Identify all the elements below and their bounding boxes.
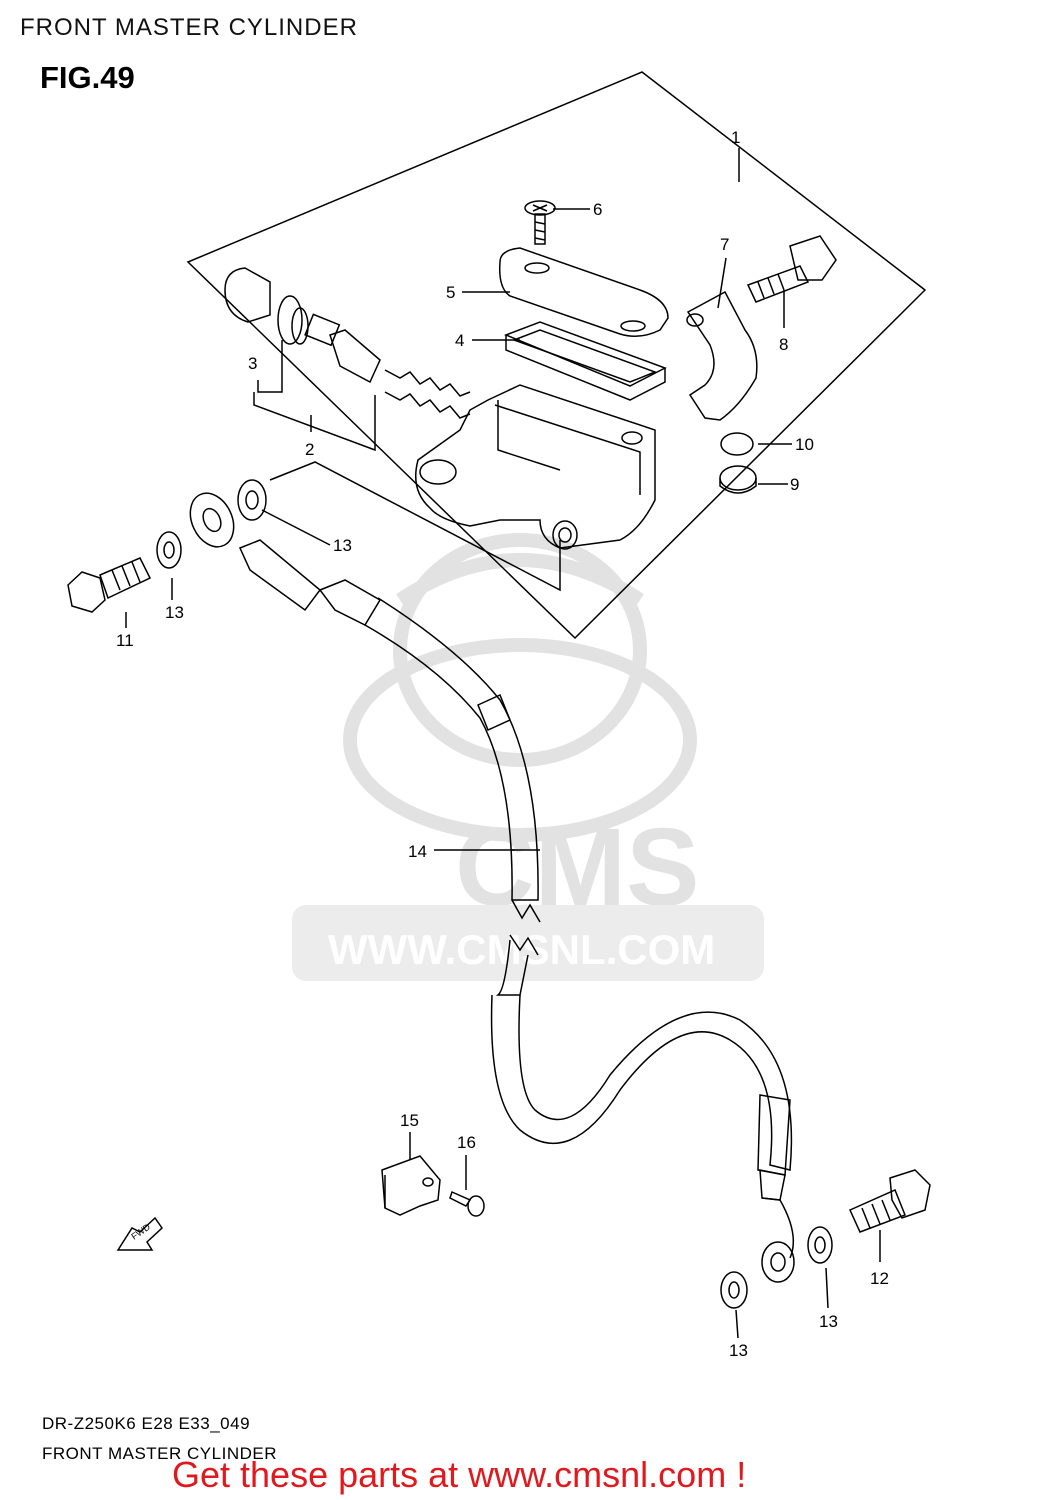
callout-5: 5: [446, 283, 455, 302]
watermark-mascot-icon: [343, 533, 697, 842]
piston-assembly: [224, 267, 471, 419]
callout-13-d: 13: [729, 1341, 748, 1360]
leader-13a: [261, 509, 331, 546]
part-10-oring: [720, 432, 754, 456]
leader-7: [717, 257, 727, 309]
part-13-washer-a: [237, 479, 267, 521]
part-11-banjo-bolt: [67, 557, 152, 613]
part-16-screw: [449, 1190, 485, 1217]
callout-7: 7: [720, 235, 729, 254]
part-12-banjo-bolt: [849, 1169, 931, 1233]
part-6-screw: [524, 200, 556, 245]
promo-link[interactable]: Get these parts at www.cmsnl.com !: [172, 1454, 747, 1495]
callout-12: 12: [870, 1269, 889, 1288]
part-13-washer-d: [720, 1271, 748, 1309]
part-8-bolt: [746, 235, 837, 303]
model-code: DR-Z250K6 E28 E33_049: [42, 1414, 251, 1433]
fwd-arrow-icon: FWD: [116, 1216, 163, 1251]
callout-10: 10: [795, 435, 814, 454]
figure-label: FIG.49: [40, 60, 135, 95]
part-13-washer-c: [807, 1226, 833, 1264]
callout-8: 8: [779, 335, 788, 354]
leader-3: [257, 340, 283, 393]
assembly-outline: [186, 71, 927, 640]
callout-13-a: 13: [333, 536, 352, 555]
part-4-diaphragm: [503, 321, 667, 401]
callout-11: 11: [116, 631, 134, 650]
watermark-url-banner: [292, 905, 764, 981]
leader-13c: [825, 1267, 829, 1309]
leader-2: [253, 392, 376, 452]
callout-6: 6: [593, 200, 602, 219]
callout-4: 4: [455, 331, 464, 350]
callout-1: 1: [731, 128, 740, 147]
callout-14: 14: [408, 842, 427, 861]
page-title: FRONT MASTER CYLINDER: [20, 14, 358, 41]
callout-15: 15: [400, 1111, 419, 1130]
callout-13-b: 13: [165, 603, 184, 622]
callout-13-c: 13: [819, 1312, 838, 1331]
callout-3: 3: [248, 354, 257, 373]
callout-16: 16: [457, 1133, 476, 1152]
part-15-clamp: [381, 1155, 441, 1216]
footer-title: FRONT MASTER CYLINDER: [42, 1444, 277, 1463]
callout-2: 2: [305, 440, 314, 459]
leader-13d: [735, 1309, 739, 1339]
part-13-washer-b: [156, 531, 182, 569]
part-9-plug: [719, 465, 757, 494]
watermark-url: WWW.CMSNL.COM: [328, 926, 715, 973]
watermark: CMS WWW.CMSNL.COM: [292, 533, 764, 981]
master-cylinder-body: [415, 384, 656, 550]
part-7-clamp: [686, 290, 758, 421]
callout-9: 9: [790, 475, 799, 494]
part-14-brake-hose: [189, 492, 795, 1283]
leader-lower: [269, 461, 561, 592]
part-5-cap: [498, 247, 669, 337]
